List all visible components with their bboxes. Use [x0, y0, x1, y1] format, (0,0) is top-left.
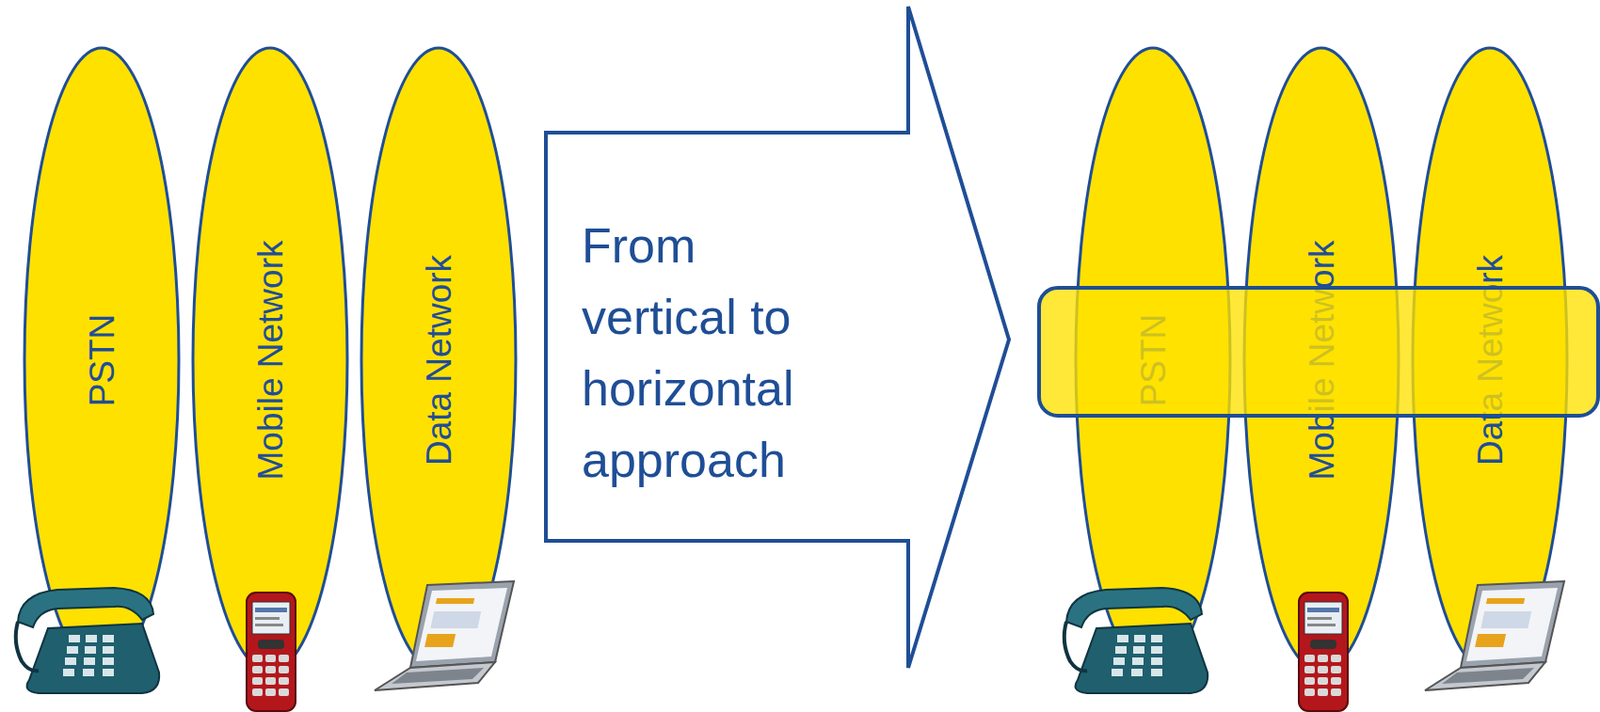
network-label: Mobile Network [253, 240, 288, 480]
arrow-outline [545, 6, 1009, 669]
network-ellipse: PSTN [22, 46, 181, 674]
transition-arrow: From vertical to horizontal approach [544, 4, 1012, 671]
ellipse-outline [192, 48, 348, 672]
mobile-phone-icon [1298, 592, 1348, 712]
desk-phone-icon [16, 588, 160, 694]
network-label: PSTN [1136, 313, 1171, 407]
ellipse-outline [361, 48, 516, 672]
network-label: Data Network [1472, 254, 1508, 465]
network-ellipse: Mobile Network [1242, 46, 1401, 674]
ellipse-outline [1244, 48, 1399, 672]
laptop-icon [374, 581, 514, 691]
network-label: Mobile Network [1304, 240, 1340, 480]
ellipse-outline [24, 48, 179, 672]
laptop-icon [1424, 581, 1565, 691]
arrow-caption: From vertical to horizontal approach [581, 209, 855, 496]
mobile-phone-icon [246, 592, 296, 712]
network-ellipse: Data Network [1410, 46, 1569, 674]
ellipse-outline [1412, 48, 1568, 672]
network-ellipse: Data Network [359, 46, 518, 674]
horizontal-layer-band [1039, 288, 1599, 416]
network-label: PSTN [84, 313, 120, 407]
desk-phone-icon [1064, 588, 1208, 694]
network-ellipse: Mobile Network [191, 46, 350, 674]
ellipse-outline [1075, 48, 1231, 672]
network-label: Data Network [421, 254, 457, 465]
network-ellipse: PSTN [1073, 46, 1232, 674]
